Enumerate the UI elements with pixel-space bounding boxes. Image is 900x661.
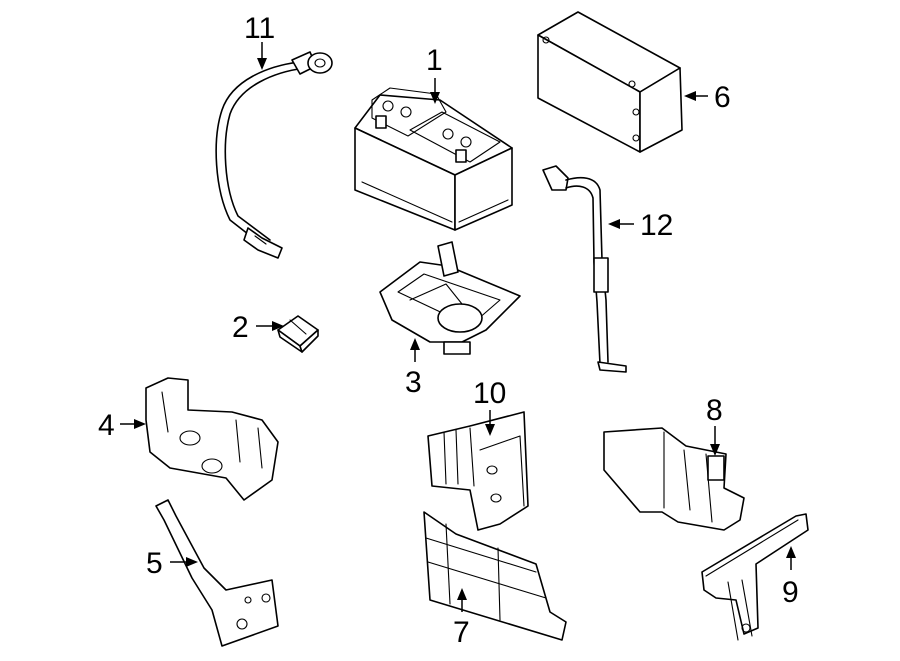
callout-3: 3 bbox=[405, 366, 422, 399]
part-12-cable bbox=[542, 165, 627, 373]
part-6-cover bbox=[537, 11, 683, 153]
part-4-carrier bbox=[145, 377, 279, 501]
part-9-member bbox=[701, 513, 809, 641]
callout-labels: 1 2 3 4 5 6 7 8 9 10 11 12 bbox=[98, 12, 799, 649]
callout-2: 2 bbox=[232, 311, 249, 344]
callout-4: 4 bbox=[98, 409, 115, 442]
callout-10: 10 bbox=[473, 377, 506, 410]
callout-11: 11 bbox=[244, 12, 275, 45]
part-5-strut bbox=[155, 499, 279, 647]
callout-1: 1 bbox=[426, 44, 443, 77]
part-1-battery bbox=[354, 87, 513, 231]
callout-5: 5 bbox=[146, 547, 163, 580]
part-2-clamp bbox=[277, 315, 319, 353]
callout-7: 7 bbox=[453, 616, 470, 649]
part-7-panel bbox=[423, 511, 567, 641]
part-10-shield bbox=[427, 411, 529, 531]
callout-9: 9 bbox=[782, 576, 799, 609]
callout-6: 6 bbox=[714, 81, 731, 114]
part-3-tray bbox=[379, 241, 521, 355]
callout-leaders bbox=[120, 42, 796, 612]
callout-8: 8 bbox=[706, 394, 723, 427]
callout-12: 12 bbox=[640, 209, 673, 242]
part-8-bracket bbox=[603, 427, 745, 531]
part-11-cable bbox=[215, 51, 333, 259]
